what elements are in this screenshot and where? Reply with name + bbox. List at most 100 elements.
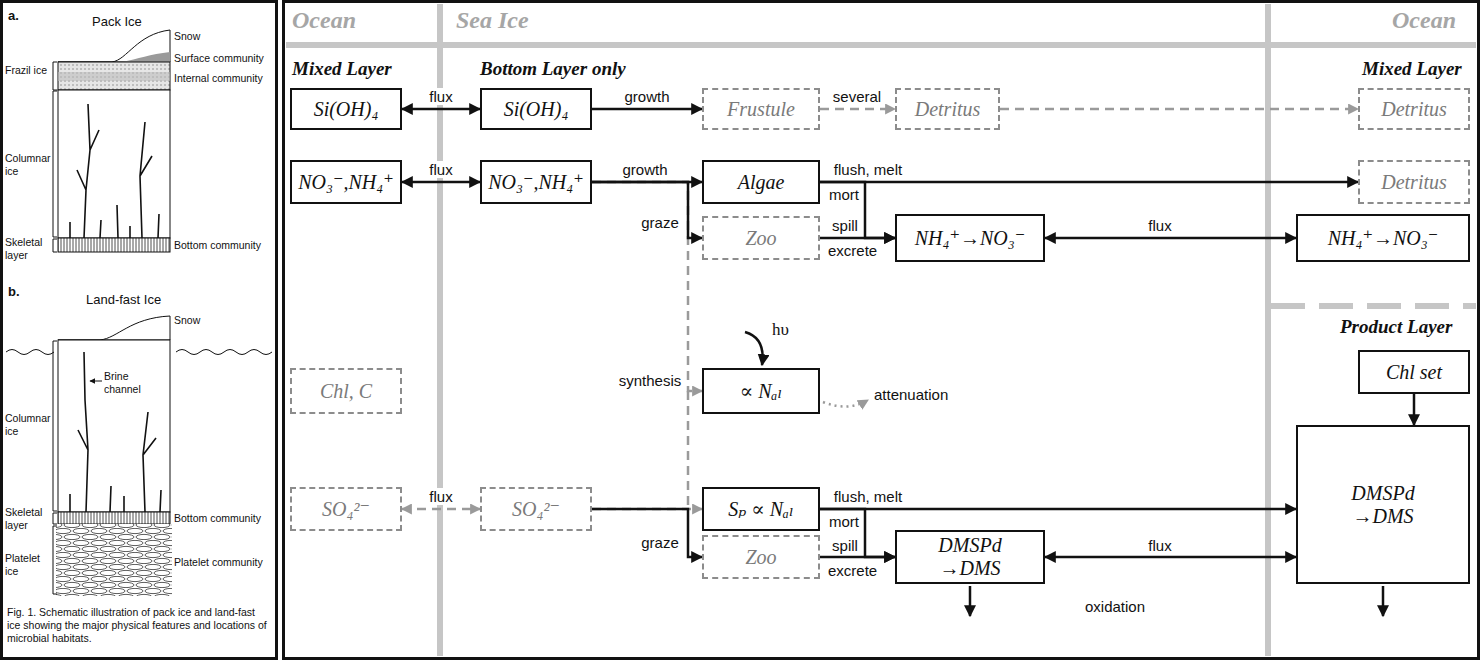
panel-letter: a.	[8, 8, 19, 23]
region-header: Sea Ice	[456, 6, 529, 34]
process-label: growth	[620, 161, 669, 178]
pool-name: SO₄²⁻	[512, 498, 560, 521]
flow-arrow	[1045, 237, 1296, 240]
dashed-flow-arrow	[1000, 108, 1358, 111]
process-label: several	[831, 88, 883, 105]
layer-label: Columnar ice	[5, 152, 52, 178]
pool-name: Zoo	[745, 546, 776, 569]
process-label: mort	[827, 513, 861, 530]
section-heading: Mixed Layer	[292, 58, 392, 80]
flow-arrow	[592, 509, 702, 557]
dashed-flow-arrow	[402, 508, 480, 511]
flow-arrow	[820, 182, 895, 238]
pool-name: NO₃⁻,NH₄⁺	[298, 171, 394, 194]
dashed-pool-box: Detritus	[895, 88, 1000, 130]
process-label: flux	[1146, 217, 1173, 234]
dashed-flow-arrow	[820, 108, 895, 111]
solid-pool-box: Sₚ ∝ Nₐₗ	[702, 487, 820, 531]
platelet-ice	[56, 524, 172, 596]
layer-label: Skeletal layer	[5, 236, 52, 262]
pool-name: NH₄⁺→NO₃⁻	[915, 227, 1026, 250]
layer-label: Columnar ice	[5, 412, 52, 438]
light-arrow	[745, 332, 763, 365]
pool-name: DMSPd →DMS	[1337, 482, 1429, 528]
frazil-ice	[58, 62, 170, 90]
brine-channels	[70, 104, 159, 238]
columnar-ice	[58, 90, 170, 238]
flow-arrow	[820, 181, 1358, 184]
region-header: Ocean	[292, 6, 356, 34]
process-label: oxidation	[1085, 598, 1145, 615]
pool-name: Detritus	[1381, 171, 1447, 194]
habitat-label: Platelet community	[174, 556, 263, 568]
feature-label: Brine channel	[104, 370, 156, 396]
pool-name: Detritus	[1381, 98, 1447, 121]
panel-frame	[284, 2, 1479, 659]
solid-pool-box: Si(OH)₄	[290, 88, 402, 130]
section-heading: Mixed Layer	[1362, 58, 1462, 79]
habitat-label: Internal community	[174, 72, 263, 85]
flow-arrow	[402, 108, 480, 111]
panel-letter: a.	[8, 8, 19, 23]
pool-name: Detritus	[915, 98, 981, 121]
flow-arrow	[1045, 556, 1296, 559]
habitat-label: Platelet community	[174, 556, 263, 569]
process-label: flush, melt	[832, 488, 904, 505]
layer-label: Skeletal layer	[5, 236, 42, 261]
dashed-pool-box: SO₄²⁻	[480, 487, 592, 531]
layer-label: Platelet ice	[5, 552, 52, 578]
solid-pool-box: NH₄⁺→NO₃⁻	[895, 214, 1045, 262]
section-heading: Mixed Layer	[1362, 58, 1462, 80]
habitat-label: Surface community	[174, 52, 264, 65]
layer-label: Snow	[174, 314, 200, 327]
section-heading: Bottom Layer only	[480, 58, 626, 80]
solid-pool-box: Chl set	[1358, 350, 1470, 394]
process-label: mort	[827, 186, 861, 203]
habitat-label: Bottom community	[174, 512, 261, 524]
layer-label: Platelet ice	[5, 552, 40, 577]
layer-label: Skeletal layer	[5, 506, 52, 532]
panel-title: Land-fast Ice	[86, 292, 161, 307]
surface-community	[122, 52, 170, 62]
flow-arrow	[402, 181, 480, 184]
process-label: excrete	[828, 242, 877, 259]
section-heading: Mixed Layer	[292, 58, 392, 79]
layer-bracket	[53, 341, 57, 594]
region-divider	[286, 42, 1476, 48]
region-header: Ocean	[1392, 7, 1456, 33]
habitat-label: Surface community	[174, 52, 264, 64]
habitat-label: Bottom community	[174, 239, 261, 252]
dashed-pool-box: Detritus	[1358, 88, 1470, 130]
section-heading: Product Layer	[1340, 316, 1452, 338]
solid-pool-box: DMSPd →DMS	[1296, 425, 1470, 584]
panel-letter: b.	[8, 284, 20, 299]
figure-caption: Fig. 1. Schematic illustration of pack i…	[7, 606, 271, 645]
pool-name: NH₄⁺→NO₃⁻	[1328, 227, 1439, 250]
process-label: oxidation	[1085, 598, 1145, 615]
skeletal-layer	[58, 238, 170, 252]
process-label: mort	[827, 513, 861, 530]
oxidation-arrow	[969, 586, 972, 616]
process-label: mort	[827, 186, 861, 203]
process-label: excrete	[828, 562, 877, 579]
pool-name: Sₚ ∝ Nₐₗ	[728, 498, 794, 521]
pool-name: Chl set	[1386, 361, 1442, 384]
dashed-pool-box: Chl, C	[290, 368, 402, 414]
process-label: graze	[639, 214, 681, 231]
flow-arrow	[592, 108, 702, 111]
solid-pool-box: Si(OH)₄	[480, 88, 592, 130]
layer-divider	[1271, 303, 1476, 309]
flow-arrow	[820, 556, 895, 559]
flow-arrow	[820, 509, 895, 557]
process-label: flush, melt	[832, 161, 904, 178]
solid-pool-box: NH₄⁺→NO₃⁻	[1296, 214, 1470, 262]
habitat-label: Bottom community	[174, 512, 261, 525]
solid-pool-box: NO₃⁻,NH₄⁺	[290, 160, 402, 204]
light-symbol: hυ	[772, 320, 789, 339]
process-label: graze	[639, 534, 681, 551]
feature-label: Brine channel	[104, 370, 141, 395]
process-label: several	[831, 88, 883, 105]
panel-letter: b.	[8, 284, 20, 299]
layer-label: Snow	[174, 30, 200, 42]
section-heading: Bottom Layer only	[480, 58, 626, 79]
